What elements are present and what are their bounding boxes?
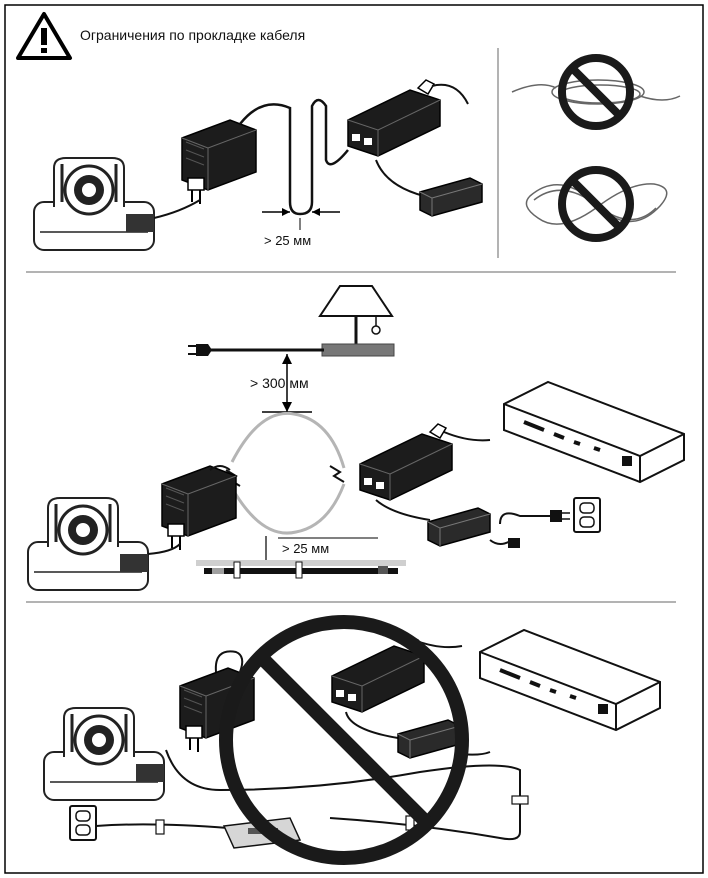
panel-middle: > 300 мм > 25 мм (26, 285, 686, 592)
codec-cable (431, 83, 469, 105)
plug-end-icon (508, 538, 520, 548)
codec-unit-3 (478, 628, 662, 732)
camera-cable-2 (147, 543, 181, 555)
camera-extender-box (181, 119, 257, 205)
power-plug-icon (188, 344, 212, 356)
bent-cable (239, 98, 349, 216)
codec-extender-box-2 (359, 423, 453, 501)
extender-cable-2 (209, 465, 231, 471)
distance-label: > 300 мм (250, 375, 309, 391)
lamp-icon (318, 285, 395, 357)
power-cable (375, 159, 425, 197)
routed-cable-3 (165, 749, 521, 841)
cable-break-right (329, 465, 345, 483)
power-adapter (419, 177, 483, 217)
bend-dimension-2 (265, 536, 378, 560)
wall-outlet-3 (69, 805, 97, 841)
bend-dimension (262, 208, 340, 230)
outer-border (4, 4, 704, 874)
power-adapter-2 (427, 507, 491, 547)
camera-extender-box-2 (161, 465, 237, 551)
power-adapter-3 (397, 719, 461, 759)
codec-cable-2 (443, 431, 491, 442)
panel-bottom (42, 615, 662, 865)
power-plug-icon-2 (550, 510, 570, 522)
camera-device (32, 156, 156, 252)
camera-cable (153, 199, 201, 219)
panel-top: > 25 мм (32, 48, 681, 258)
cable-tie-1 (155, 819, 165, 835)
prohibition-sign-coil (562, 58, 630, 126)
prohibition-sign-tangle (562, 170, 630, 238)
wall-outlet (573, 497, 601, 533)
warning-triangle-icon (16, 12, 72, 60)
cable-tray (196, 560, 406, 579)
header-title: Ограничения по прокладке кабеля (80, 27, 305, 43)
cable-loop-lower (230, 483, 346, 535)
bend-label-top: > 25 мм (264, 233, 311, 248)
cable-tie-3 (511, 795, 529, 805)
codec-extender-box (347, 79, 441, 157)
prohibition-sign-large (219, 615, 469, 865)
camera-device-3 (42, 706, 166, 802)
bend-label-middle: > 25 мм (282, 541, 329, 556)
wall-cord-2 (499, 512, 552, 525)
extender-cable-3 (214, 650, 244, 673)
codec-unit (502, 380, 686, 484)
camera-device-2 (26, 496, 150, 592)
power-cable-2 (375, 499, 431, 521)
cable-loop-upper (230, 411, 346, 469)
power-cable-3 (345, 711, 399, 739)
